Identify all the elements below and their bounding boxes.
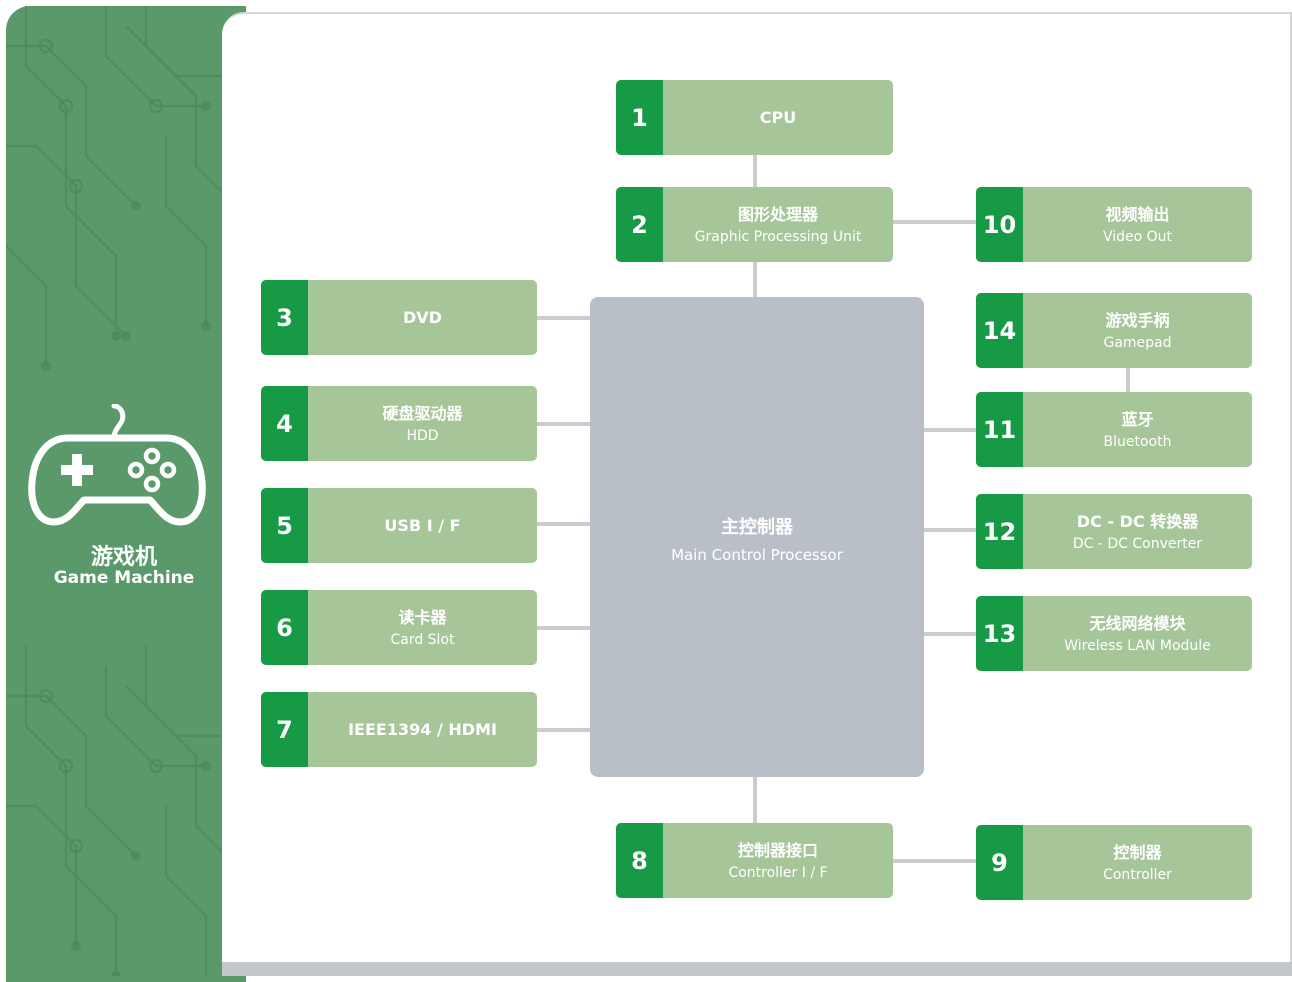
- node-label-cn: 视频输出: [1105, 203, 1169, 227]
- node-label-cn: DC - DC 转换器: [1077, 510, 1198, 534]
- node-number: 10: [976, 187, 1023, 262]
- node-label-cn: 蓝牙: [1121, 408, 1153, 432]
- node-label-en: Bluetooth: [1104, 432, 1172, 452]
- node-number: 1: [616, 80, 663, 155]
- node-number: 14: [976, 293, 1023, 368]
- node-dvd: 3 DVD: [261, 280, 537, 355]
- node-number: 2: [616, 187, 663, 262]
- node-label-en: Card Slot: [390, 630, 454, 650]
- node-number: 7: [261, 692, 308, 767]
- node-label-en: HDD: [406, 426, 438, 446]
- main-label-en: Main Control Processor: [590, 546, 924, 564]
- node-cpu: 1 CPU: [616, 80, 893, 155]
- node-label-cn: USB I / F: [384, 514, 460, 538]
- node-label-cn: DVD: [403, 306, 442, 330]
- node-label-en: Controller: [1103, 865, 1172, 885]
- node-label-cn: 无线网络模块: [1089, 612, 1185, 636]
- node-label-en: Graphic Processing Unit: [695, 227, 862, 247]
- node-number: 5: [261, 488, 308, 563]
- node-label-cn: CPU: [760, 106, 796, 130]
- node-number: 4: [261, 386, 308, 461]
- node-label-cn: 控制器接口: [738, 839, 818, 863]
- node-label-en: Controller I / F: [728, 863, 827, 883]
- node-number: 8: [616, 823, 663, 898]
- node-label-cn: 控制器: [1113, 841, 1161, 865]
- node-number: 9: [976, 825, 1023, 900]
- node-label-cn: 游戏手柄: [1105, 309, 1169, 333]
- node-number: 13: [976, 596, 1023, 671]
- node-number: 12: [976, 494, 1023, 569]
- node-label-en: Wireless LAN Module: [1064, 636, 1211, 656]
- main-control-processor: 主控制器 Main Control Processor: [590, 297, 924, 777]
- node-label-cn: 硬盘驱动器: [382, 402, 462, 426]
- node-ieee1394-hdmi: 7 IEEE1394 / HDMI: [261, 692, 537, 767]
- node-label-en: Gamepad: [1103, 333, 1171, 353]
- node-label-cn: 读卡器: [398, 606, 446, 630]
- node-number: 3: [261, 280, 308, 355]
- main-label-cn: 主控制器: [590, 513, 924, 539]
- node-label-cn: IEEE1394 / HDMI: [348, 718, 497, 742]
- node-label-cn: 图形处理器: [738, 203, 818, 227]
- node-number: 11: [976, 392, 1023, 467]
- node-number: 6: [261, 590, 308, 665]
- node-usb: 5 USB I / F: [261, 488, 537, 563]
- node-label-en: Video Out: [1103, 227, 1172, 247]
- node-label-en: DC - DC Converter: [1073, 534, 1202, 554]
